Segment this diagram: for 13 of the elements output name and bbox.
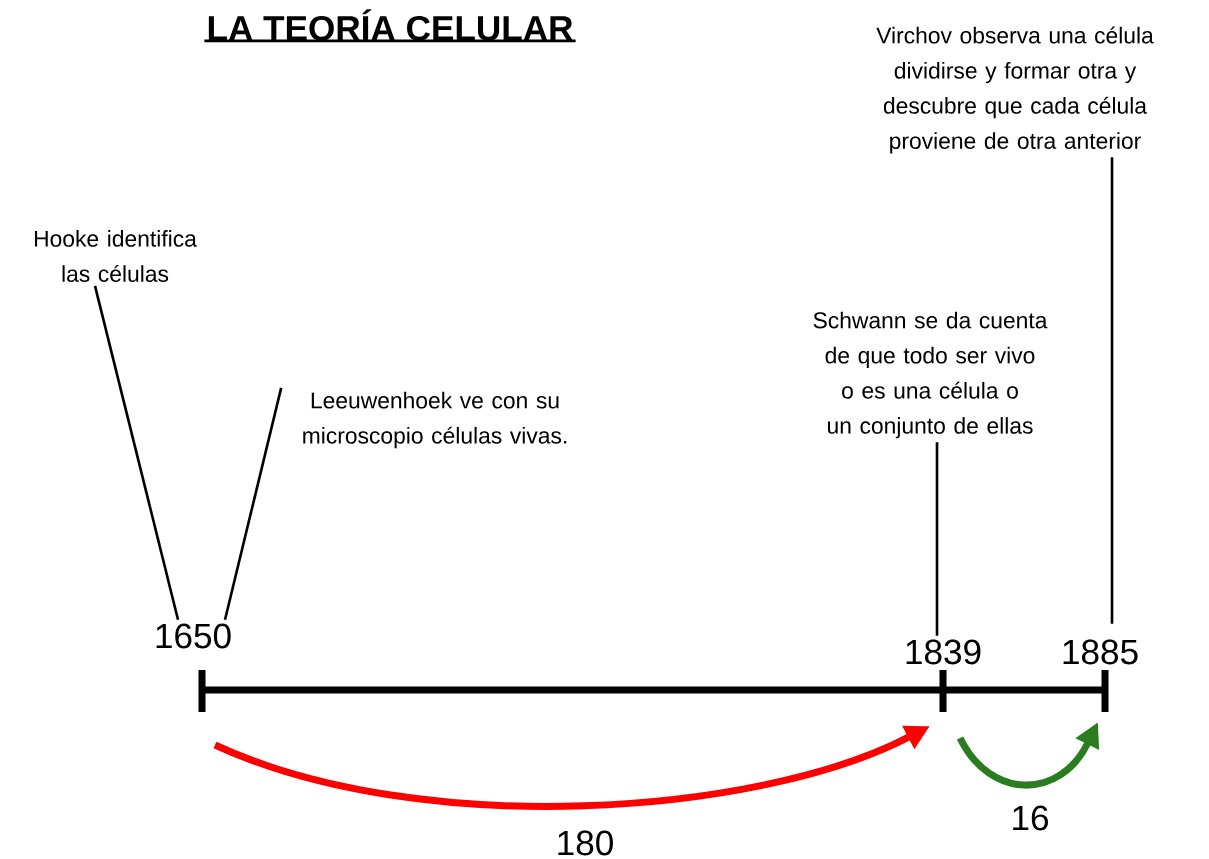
leader-line (935, 442, 939, 636)
leader-line (93, 285, 180, 620)
event-text: Leeuwenhoek ve con su microscopio células vivas. (303, 391, 567, 449)
event-text: Hooke identifica las células (35, 230, 197, 282)
year-label: 1650 (156, 623, 231, 649)
leader-line (223, 387, 283, 620)
leader-line (1110, 157, 1114, 624)
event-text: Schwann se da cuenta de que todo ser vivo o es una célula o un conjunto de ellas (813, 311, 1048, 439)
year-label: 1885 (1063, 639, 1138, 665)
span-label: 180 (558, 830, 613, 856)
event-text: Virchov observa una célula dividirse y formar otra y descubre que cada célula proviene de otra anterior (876, 26, 1154, 154)
span-label: 16 (1013, 805, 1048, 831)
year-label: 1839 (906, 639, 981, 665)
